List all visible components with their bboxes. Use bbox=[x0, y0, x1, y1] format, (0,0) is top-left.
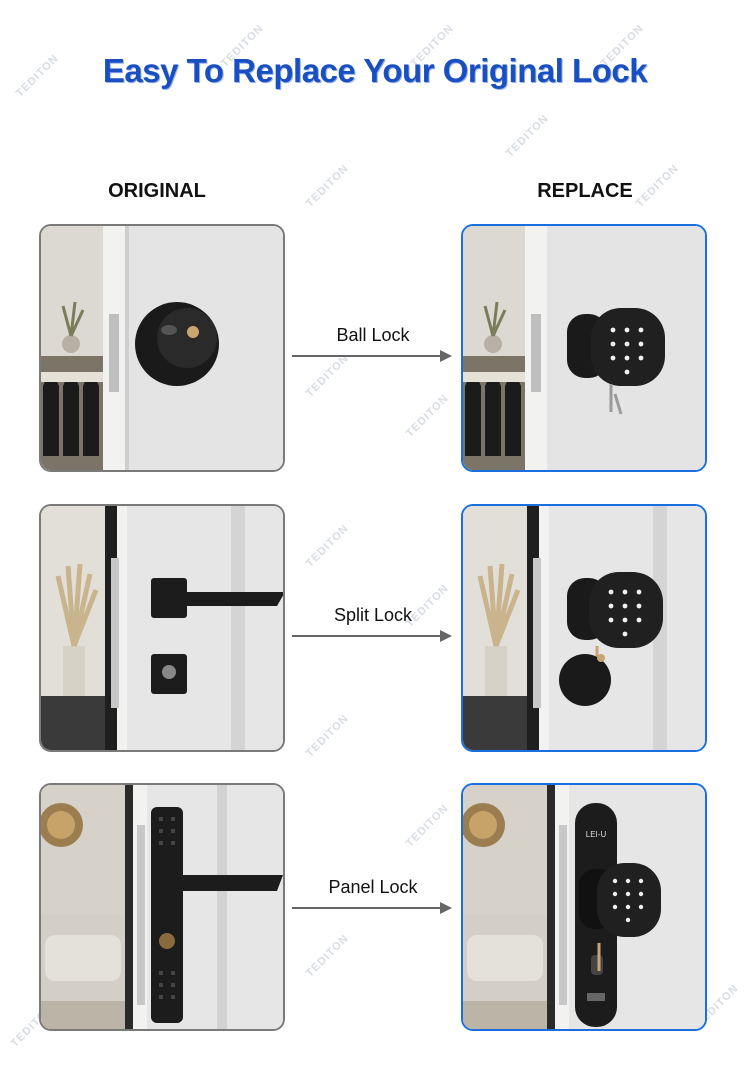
watermark: TEDITON bbox=[303, 932, 352, 980]
watermark: TEDITON bbox=[503, 112, 552, 160]
arrow-right-icon bbox=[440, 902, 452, 914]
column-header-original: ORIGINAL bbox=[108, 180, 206, 202]
original-split-lock-photo bbox=[39, 504, 285, 752]
arrow-right-icon bbox=[440, 630, 452, 642]
replacement-keypad-panel-lock-photo: LEI-U bbox=[461, 783, 707, 1031]
original-panel-lock-photo bbox=[39, 783, 285, 1031]
replacement-keypad-lock-with-cover-photo bbox=[461, 504, 707, 752]
column-header-replace: REPLACE bbox=[537, 180, 633, 202]
conversion-arrow: Ball Lock bbox=[292, 325, 454, 365]
replacement-keypad-lock-photo bbox=[461, 224, 707, 472]
arrow-right-icon bbox=[440, 350, 452, 362]
lock-type-label: Ball Lock bbox=[336, 325, 410, 345]
watermark: TEDITON bbox=[303, 712, 352, 760]
watermark: TEDITON bbox=[303, 162, 352, 210]
watermark: TEDITON bbox=[403, 802, 452, 850]
panel-brand-text: LEI-U bbox=[586, 830, 607, 839]
original-ball-lock-photo bbox=[39, 224, 285, 472]
conversion-arrow: Split Lock bbox=[292, 605, 454, 645]
conversion-arrow: Panel Lock bbox=[292, 877, 454, 917]
lock-type-label: Panel Lock bbox=[328, 877, 418, 897]
page-title: Easy To Replace Your Original Lock bbox=[102, 52, 648, 89]
watermark: TEDITON bbox=[303, 522, 352, 570]
watermark: TEDITON bbox=[403, 392, 452, 440]
lock-type-label: Split Lock bbox=[333, 605, 413, 625]
